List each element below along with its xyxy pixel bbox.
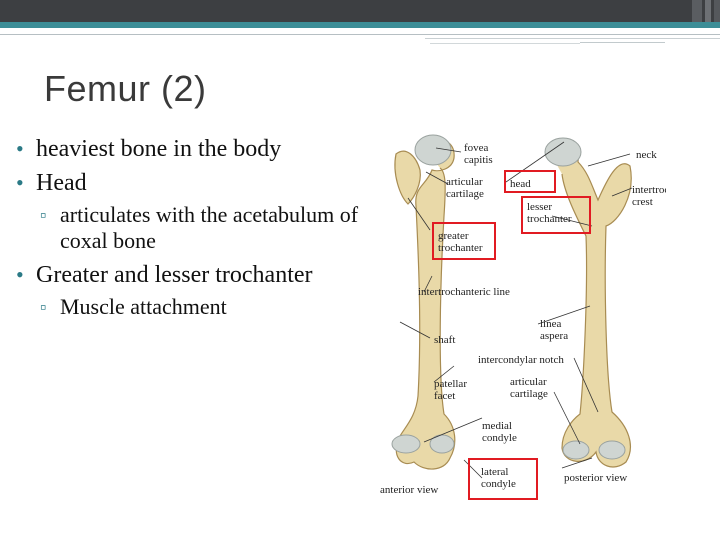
bullet-trochanters: Greater and lesser trochanter xyxy=(14,260,364,290)
posterior-lateral-condyle-cartilage xyxy=(598,440,626,460)
label-patellar-facet: patellar facet xyxy=(434,378,467,402)
highlight-box-lesser-trochanter xyxy=(521,196,591,234)
label-intertrochanteric-crest: intertrochanteric crest xyxy=(632,184,666,206)
label-shaft: shaft xyxy=(434,334,456,346)
anterior-femur-head xyxy=(414,134,452,166)
label-anterior-view: anterior view xyxy=(380,484,439,496)
label-lesser-trochanter: lesser trochanter xyxy=(527,201,572,225)
divider-line xyxy=(425,38,720,39)
top-decorative-bar xyxy=(0,0,720,28)
highlight-box-lateral-condyle xyxy=(468,458,538,500)
posterior-medial-condyle-cartilage xyxy=(562,440,590,460)
label-head: head xyxy=(510,178,531,190)
label-articular-cartilage-top: articular cartilage xyxy=(446,176,484,200)
label-lateral-condyle: lateral condyle xyxy=(481,466,516,490)
posterior-femur-head xyxy=(544,137,582,167)
divider-line xyxy=(430,43,580,44)
label-fovea-capitis: fovea capitis xyxy=(464,142,493,166)
highlight-box-greater-trochanter xyxy=(432,222,496,260)
label-intertrochanteric-line: intertrochanteric line xyxy=(418,286,510,298)
bullet-list: heaviest bone in the body Head articulat… xyxy=(14,134,364,326)
anterior-medial-condyle-cartilage xyxy=(429,434,455,454)
sub-bullet-articulates: articulates with the acetabulum of coxal… xyxy=(14,202,364,254)
leader-lines xyxy=(399,141,633,479)
posterior-femur xyxy=(551,145,632,468)
divider-line xyxy=(0,34,720,35)
slide-title: Femur (2) xyxy=(44,68,207,109)
label-linea-aspera: linea aspera xyxy=(540,318,569,342)
divider-line xyxy=(580,42,665,43)
bullet-head: Head xyxy=(14,168,364,198)
bullet-heaviest-bone: heaviest bone in the body xyxy=(14,134,364,164)
label-neck: neck xyxy=(636,149,657,161)
label-medial-condyle: medial condyle xyxy=(482,420,517,444)
highlight-box-head xyxy=(504,170,556,193)
femur-diagram: fovea capitis neck articular cartilage h… xyxy=(366,126,666,506)
label-articular-cartilage-bottom: articular cartilage xyxy=(510,376,548,400)
label-greater-trochanter: greater trochanter xyxy=(438,230,483,254)
sub-bullet-muscle-attachment: Muscle attachment xyxy=(14,294,364,320)
label-intercondylar-notch: intercondylar notch xyxy=(478,354,564,366)
anterior-lateral-condyle-cartilage xyxy=(391,434,421,454)
label-posterior-view: posterior view xyxy=(564,472,628,484)
